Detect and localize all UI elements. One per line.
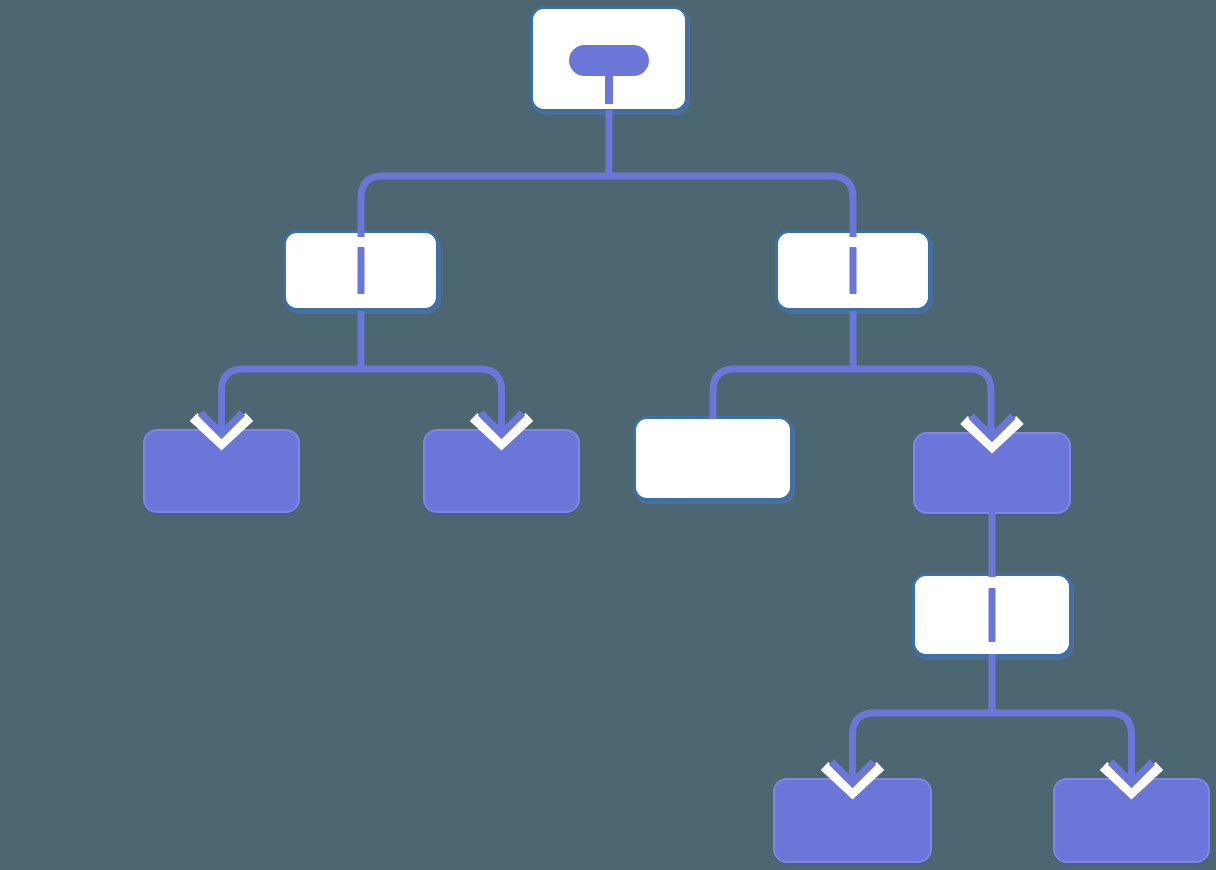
- node-branch-1[interactable]: [283, 230, 439, 311]
- node-branch-3[interactable]: [912, 573, 1072, 657]
- vertical-bar-glyph: [988, 588, 996, 642]
- pill-stem-glyph: [605, 71, 613, 104]
- rounded-pill-glyph: [569, 45, 649, 76]
- vertical-bar-glyph: [849, 247, 857, 294]
- edge-root-to-branches: [357, 172, 857, 237]
- vertical-bar-glyph: [357, 247, 365, 294]
- node-leaf-1[interactable]: [143, 429, 300, 513]
- edge-branch-1-to-leaves: [218, 365, 505, 431]
- node-branch-2[interactable]: [775, 230, 931, 311]
- node-root[interactable]: [530, 6, 688, 112]
- node-leaf-4[interactable]: [1053, 778, 1210, 863]
- node-leaf-3[interactable]: [773, 778, 932, 863]
- node-child-blank[interactable]: [633, 416, 793, 501]
- node-4[interactable]: [913, 432, 1071, 514]
- node-leaf-2[interactable]: [423, 429, 580, 513]
- edge-branch-3-to-leaves: [849, 709, 1135, 780]
